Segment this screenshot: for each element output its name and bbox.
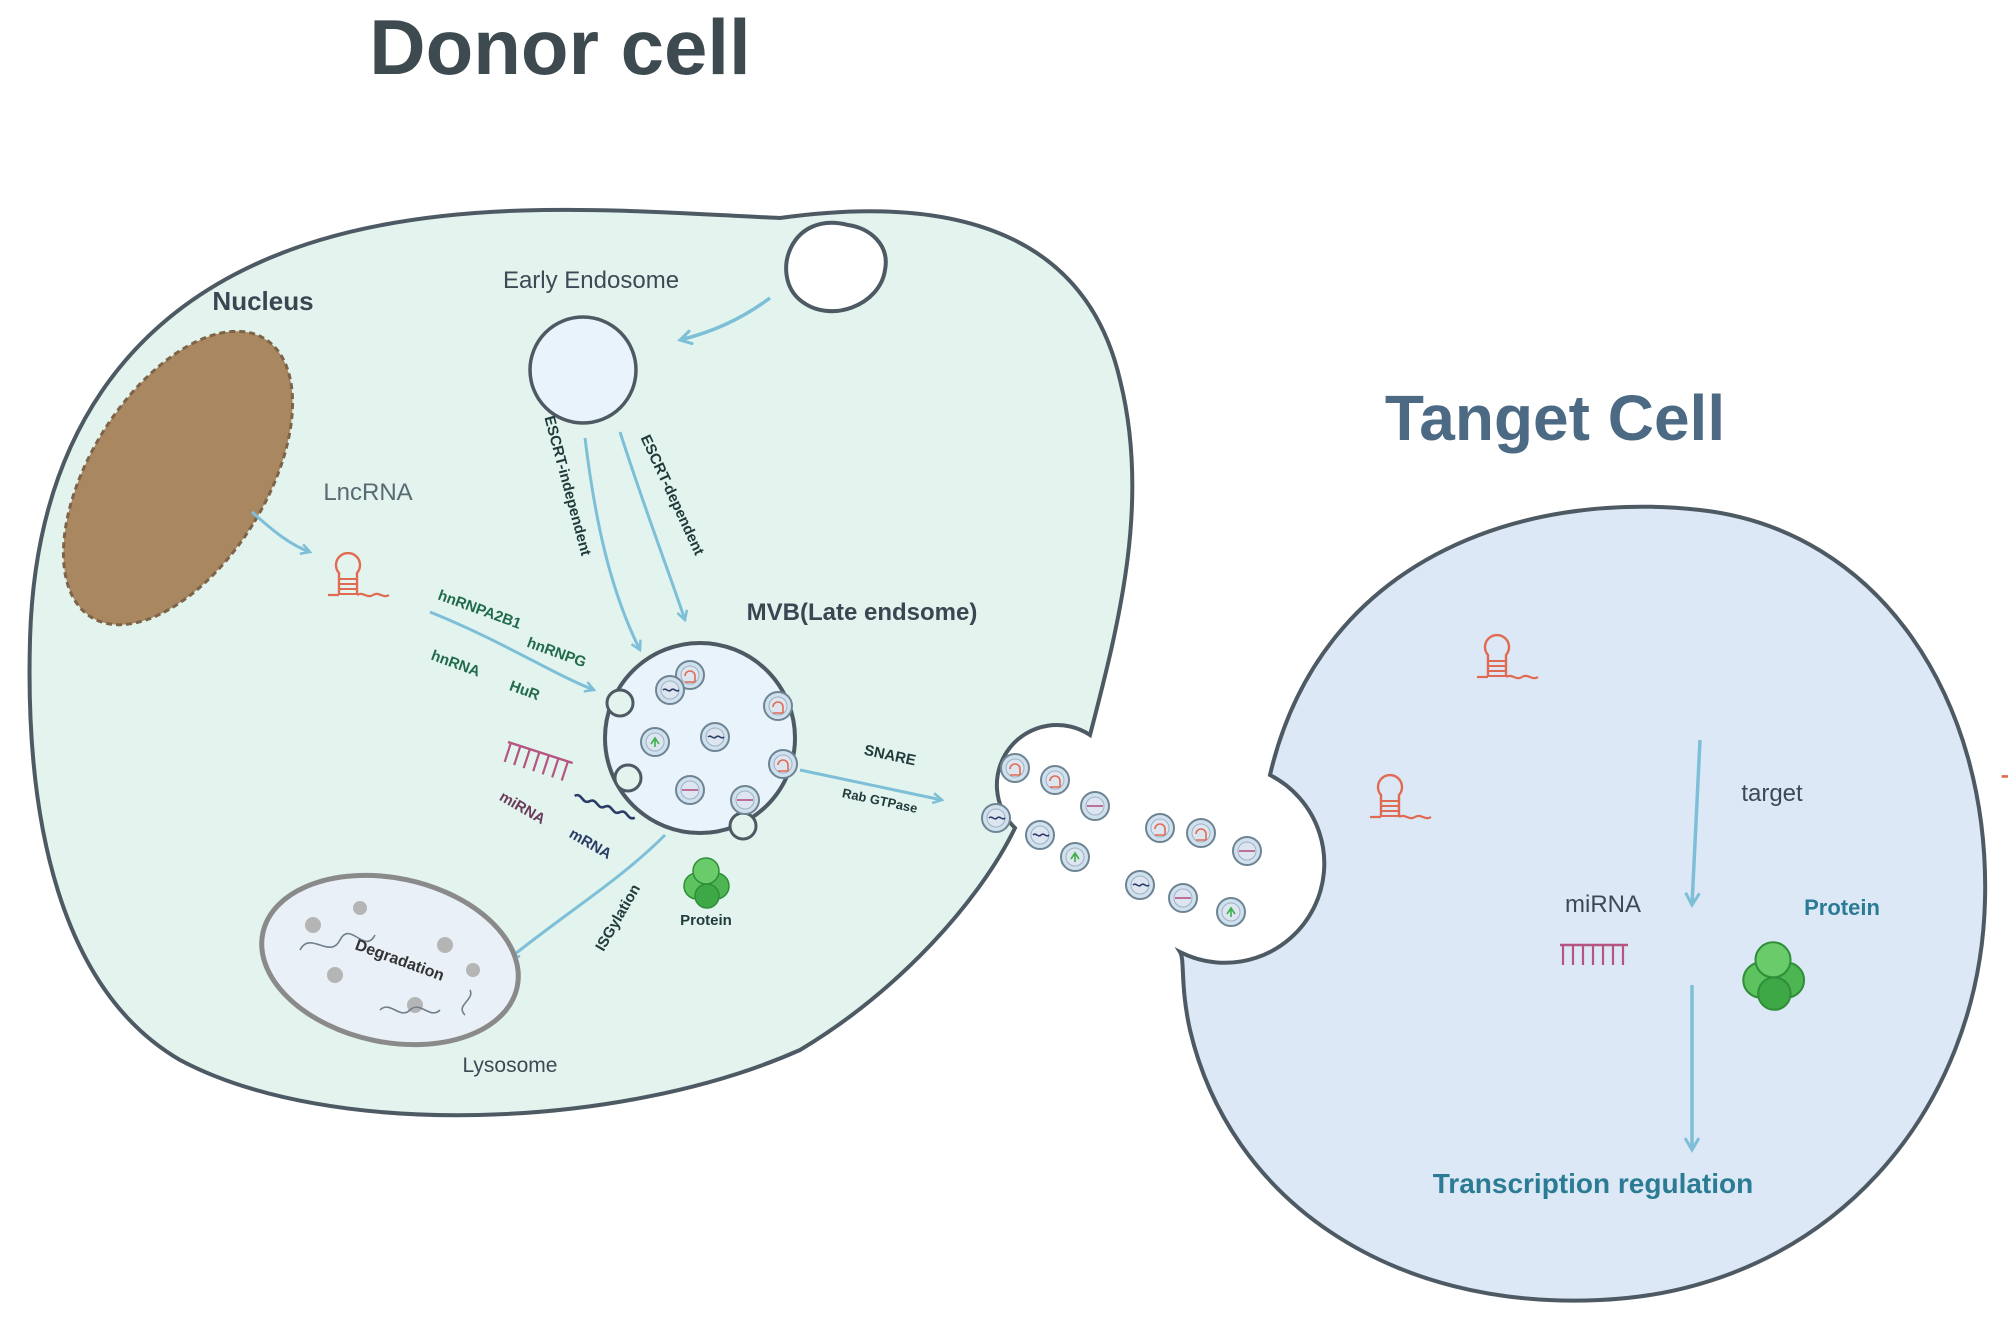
- target-lncrna-hairpin-large-icon: [2000, 724, 2008, 780]
- donor-protein-label: Protein: [680, 912, 732, 929]
- target-protein-label: Protein: [1804, 895, 1880, 920]
- nucleus: [61, 329, 295, 627]
- escrt-dependent-arrow: [618, 431, 685, 620]
- donor-mrna-icon: [574, 793, 636, 820]
- target-mirna-label: miRNA: [1565, 891, 1641, 918]
- lysosome: [259, 872, 521, 1048]
- exosome: [1125, 870, 1155, 900]
- endocytosis-arrow: [680, 296, 772, 340]
- target-cell-membrane: [1174, 504, 1988, 1303]
- mvb-vesicle: [763, 691, 793, 721]
- early-endosome: [528, 315, 638, 425]
- mvb-invagination-1: [605, 688, 635, 718]
- endocytic-pit: [784, 220, 888, 314]
- lysosome-rna-fragments: [299, 932, 472, 1016]
- mvb-vesicle: [655, 675, 685, 705]
- lncrna-label: LncRNA: [323, 479, 412, 506]
- mvb-invagination-3: [728, 811, 758, 841]
- mvb-vesicle: [675, 660, 705, 690]
- isgylation-arrow: [510, 833, 667, 958]
- escrt-independent-arrow: [583, 437, 640, 650]
- secretion-arrow: [799, 768, 942, 800]
- exosome: [1025, 820, 1055, 850]
- mvb-vesicle: [730, 785, 760, 815]
- exosome: [1186, 818, 1216, 848]
- nucleus-label: Nucleus: [212, 286, 313, 316]
- sorting-arrow: [429, 610, 594, 690]
- exosome: [1040, 765, 1070, 795]
- exosome: [1216, 897, 1246, 927]
- mvb-vesicle: [700, 722, 730, 752]
- target-label: target: [1741, 780, 1803, 807]
- mvb-invagination-2: [613, 763, 643, 793]
- nucleus-to-lncrna-arrow: [250, 510, 310, 552]
- exosome: [1000, 753, 1030, 783]
- early-endosome-label: Early Endosome: [503, 267, 679, 294]
- lysosome-label: Lysosome: [463, 1054, 558, 1077]
- mvb-vesicle: [640, 727, 670, 757]
- mvb-vesicle: [768, 749, 798, 779]
- exosome: [1168, 883, 1198, 913]
- mvb-label: MVB(Late endsome): [747, 599, 978, 626]
- exosome: [1145, 813, 1175, 843]
- exosome: [1080, 791, 1110, 821]
- exosome: [1060, 842, 1090, 872]
- transcription-regulation-label: Transcription regulation: [1433, 1168, 1753, 1199]
- mvb-vesicle: [675, 775, 705, 805]
- target-cell-title: Tanget Cell: [1385, 382, 1725, 454]
- target-arrow: [1692, 739, 1702, 905]
- exosome: [1232, 836, 1262, 866]
- donor-cell-title: Donor cell: [369, 3, 750, 91]
- exosome: [981, 803, 1011, 833]
